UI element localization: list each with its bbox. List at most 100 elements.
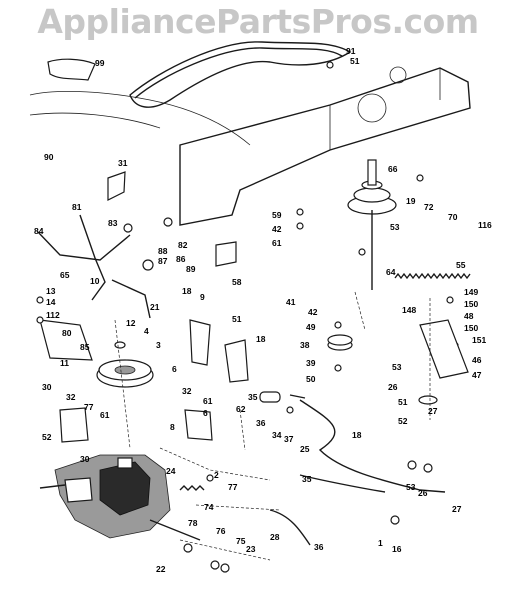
hardware-fasteners: [36, 61, 454, 573]
part-label: 21: [150, 302, 160, 312]
bracket-80: [39, 319, 93, 361]
part-label: 36: [256, 418, 266, 428]
part-label: 150: [464, 299, 478, 309]
part-label: 58: [232, 277, 242, 287]
part-label: 150: [464, 323, 478, 333]
part-label: 2: [214, 470, 219, 480]
part-label: 9: [200, 292, 205, 302]
watermark: AppliancePartsPros.com: [37, 2, 479, 41]
part-label: 61: [203, 396, 213, 406]
part-label: 74: [204, 502, 214, 512]
part-label: 86: [176, 254, 186, 264]
part-label: 53: [406, 482, 416, 492]
part-label: 26: [418, 488, 428, 498]
part-label: 85: [80, 342, 90, 352]
part-label: 19: [406, 196, 416, 206]
part-label: 46: [472, 355, 482, 365]
part-label: 31: [118, 158, 128, 168]
spring-25: [179, 485, 205, 491]
part-label: 18: [352, 430, 362, 440]
part-label: 35: [302, 474, 312, 484]
part-label: 1: [378, 538, 383, 548]
bracket-58: [215, 241, 237, 267]
part-label: 61: [272, 238, 282, 248]
part-label: 26: [388, 382, 398, 392]
part-label: 83: [108, 218, 118, 228]
part-label: 18: [256, 334, 266, 344]
part-label: 22: [156, 564, 166, 574]
part-label: 25: [300, 444, 310, 454]
spring-55: [394, 272, 471, 280]
part-label: 42: [272, 224, 282, 234]
part-label: 82: [178, 240, 188, 250]
part-label: 49: [306, 322, 316, 332]
part-label: 88: [158, 246, 168, 256]
part-label: 38: [300, 340, 310, 350]
part-label: 51: [232, 314, 242, 324]
pulley-3: [96, 359, 154, 388]
part-label: 27: [428, 406, 438, 416]
part-label: 30: [42, 382, 52, 392]
part-label: 99: [95, 58, 105, 68]
part-label: 75: [236, 536, 246, 546]
bracket-48: [419, 319, 469, 379]
part-label: 53: [390, 222, 400, 232]
part-label: 6: [203, 408, 208, 418]
part-label: 18: [182, 286, 192, 296]
part-label: 76: [216, 526, 226, 536]
part-label: 16: [392, 544, 402, 554]
part-label: 87: [158, 256, 168, 266]
part-label: 24: [166, 466, 176, 476]
part-label: 66: [388, 164, 398, 174]
part-label: 55: [456, 260, 466, 270]
body-outline: [29, 91, 251, 146]
part-label: 34: [272, 430, 282, 440]
bracket-30-32: [184, 409, 213, 441]
seat-bracket: [47, 58, 96, 81]
part-label: 51: [398, 397, 408, 407]
part-label: 148: [402, 305, 416, 315]
part-label: 72: [424, 202, 434, 212]
part-label: 48: [464, 311, 474, 321]
part-label: 78: [188, 518, 198, 528]
bracket-52: [59, 407, 89, 443]
part-label: 89: [186, 264, 196, 274]
part-label: 11: [60, 358, 69, 368]
pulley-66: [347, 159, 397, 215]
part-label: 32: [182, 386, 192, 396]
part-label: 91: [346, 46, 356, 56]
bracket-31: [107, 171, 126, 201]
part-label: 27: [452, 504, 462, 514]
part-label: 64: [386, 267, 396, 277]
part-labels: 91 51 99 90 31 66 53 59 42 61 19 72 70 1…: [34, 46, 492, 574]
part-label: 53: [392, 362, 402, 372]
part-label: 36: [314, 542, 324, 552]
rod-22: [269, 509, 311, 546]
part-label: 41: [286, 297, 296, 307]
part-label: 80: [62, 328, 72, 338]
part-label: 70: [448, 212, 458, 222]
part-label: 149: [464, 287, 478, 297]
part-label: 59: [272, 210, 282, 220]
linkage-rod: [37, 231, 131, 261]
spacer-62: [259, 391, 281, 403]
part-label: 32: [66, 392, 76, 402]
part-label: 28: [270, 532, 280, 542]
part-label: 13: [46, 286, 56, 296]
transaxle-1: [39, 454, 201, 541]
part-label: 61: [100, 410, 110, 420]
part-label: 62: [236, 404, 246, 414]
rod-28: [299, 474, 386, 493]
part-label: 30: [80, 454, 90, 464]
part-label: 12: [126, 318, 136, 328]
part-label: 112: [46, 310, 60, 320]
part-label: 151: [472, 335, 486, 345]
part-label: 35: [248, 392, 258, 402]
part-label: 84: [34, 226, 44, 236]
part-label: 47: [472, 370, 482, 380]
part-label: 77: [228, 482, 238, 492]
part-label: 37: [284, 434, 294, 444]
part-label: 50: [306, 374, 316, 384]
part-label: 8: [170, 422, 175, 432]
